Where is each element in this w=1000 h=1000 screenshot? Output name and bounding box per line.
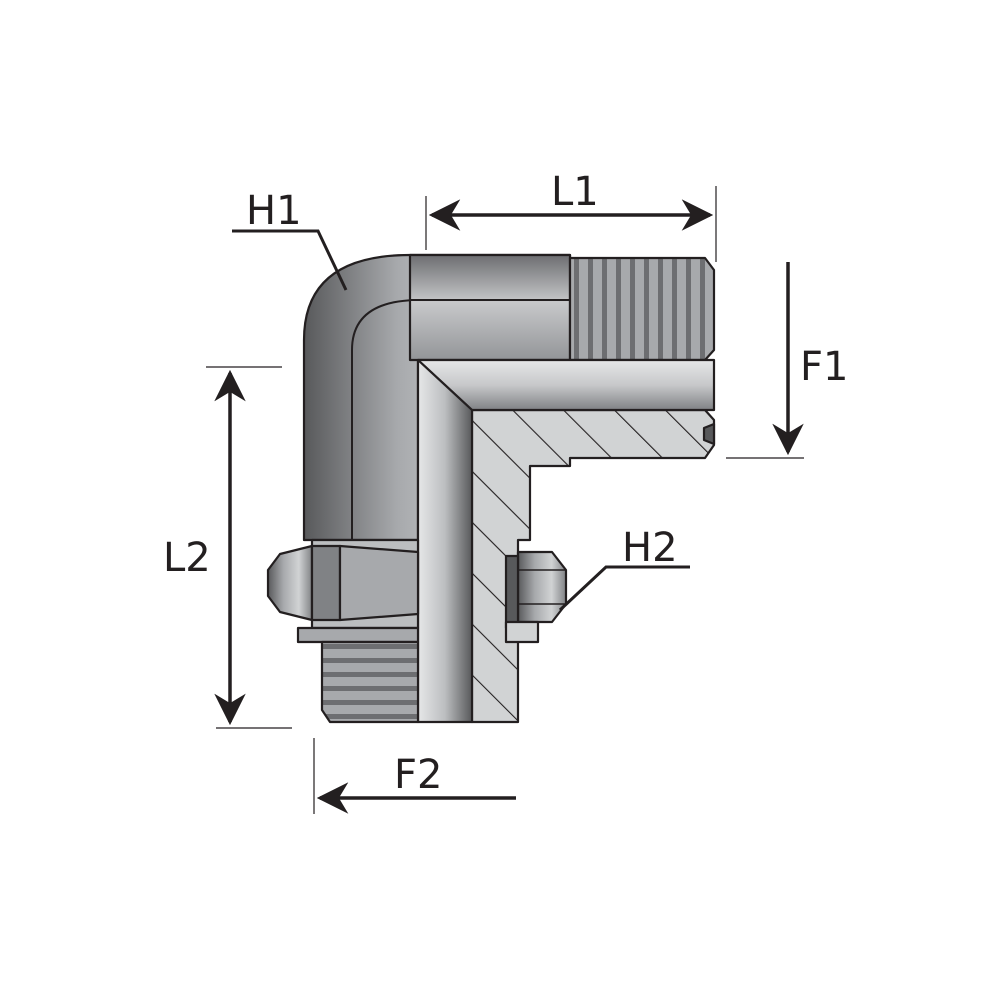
locknut-section	[516, 550, 568, 624]
label-h2: H2	[622, 525, 678, 571]
o-ring-section	[504, 554, 520, 630]
dimension-labels: H1 L1 F1 L2 H2 F2	[163, 169, 848, 798]
fitting-body	[266, 253, 716, 724]
label-f1: F1	[800, 344, 848, 390]
port-seal-detail	[702, 422, 716, 446]
section-cut	[470, 408, 716, 724]
thread-top-right	[568, 256, 716, 362]
h2-leader	[558, 565, 690, 612]
washer-section	[504, 620, 540, 644]
backup-washer	[296, 626, 420, 644]
locknut-left-face	[266, 544, 314, 622]
locknut-section-line	[518, 569, 566, 605]
dimension-lines	[206, 186, 804, 814]
label-h1: H1	[246, 188, 302, 234]
locknut-center-face	[310, 544, 342, 622]
h1-leader	[232, 229, 348, 291]
horizontal-leg	[408, 253, 572, 362]
bore-vertical	[416, 358, 474, 724]
label-l2: L2	[163, 535, 211, 581]
label-l1: L1	[551, 169, 599, 215]
locknut-right-face	[338, 544, 420, 622]
thread-bottom	[320, 640, 420, 724]
label-f2: F2	[394, 752, 442, 798]
